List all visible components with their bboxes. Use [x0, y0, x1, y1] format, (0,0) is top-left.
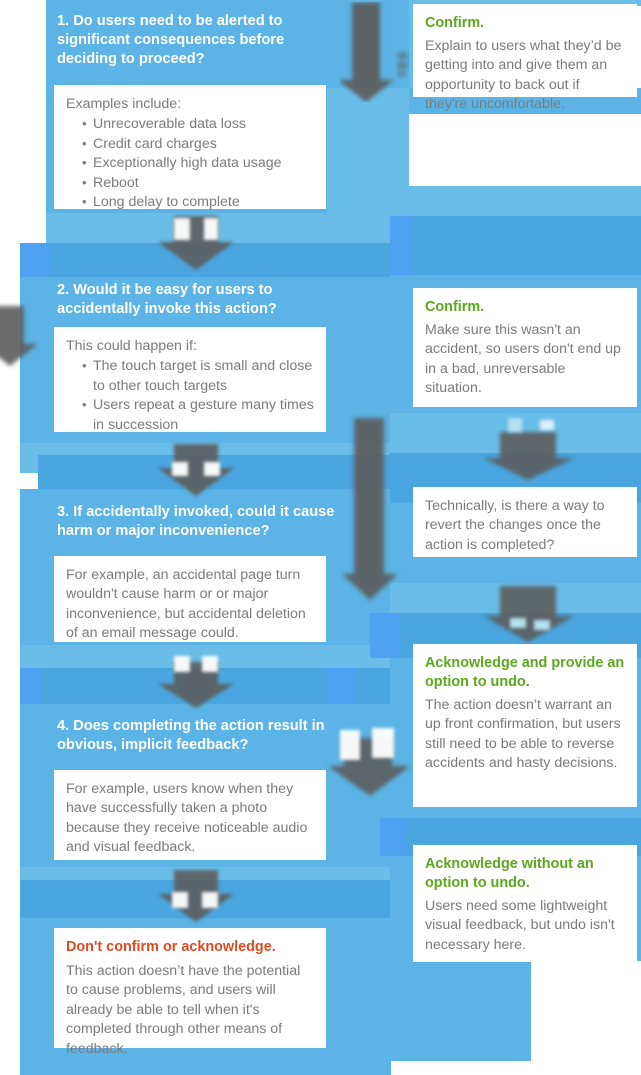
- question-4-example-text: For example, users know when they have s…: [66, 781, 308, 856]
- bg-slab-branch-1: [327, 88, 409, 213]
- list-item: Long delay to complete: [82, 192, 314, 212]
- bg-slab-right-13: [390, 961, 531, 1061]
- bg-slab-accent-5: [370, 613, 400, 658]
- outcome-3-text: Technically, is there a way to revert th…: [425, 498, 605, 553]
- connector-yes-q2: [0, 300, 56, 380]
- outcome-6-text: This action doesn’t have the potential t…: [66, 963, 301, 1057]
- question-2-text: 2. Would it be easy for users to acciden…: [57, 282, 277, 317]
- question-3-example-text: For example, an accidental page turn wou…: [66, 567, 306, 642]
- outcome-acknowledge-no-undo-card: Acknowledge without an option to undo. U…: [413, 845, 637, 962]
- outcome-5-text: Users need some lightweight visual feedb…: [425, 898, 615, 953]
- bg-slab-accent-2: [20, 668, 42, 704]
- connector-no-right-2: [470, 578, 590, 650]
- outcome-5-heading: Acknowledge without an option to undo.: [425, 856, 594, 891]
- outcome-confirm-2-card: Confirm. Make sure this wasn't an accide…: [413, 288, 637, 407]
- bg-slab-accent-1: [20, 243, 50, 277]
- connector-label-yes: YES: [395, 51, 410, 78]
- connector-yes-q3: [338, 408, 418, 608]
- bg-slab-q1-right: [409, 0, 641, 6]
- list-item: Unrecoverable data loss: [82, 114, 314, 134]
- bg-slab-accent-4: [390, 216, 413, 275]
- bg-slab-q1-header: [46, 0, 409, 88]
- could-happen-bullet-list: The touch target is small and close to o…: [66, 356, 314, 435]
- question-4-example-card: For example, users know when they have s…: [54, 770, 326, 860]
- could-happen-lead-in: This could happen if:: [66, 338, 197, 354]
- list-item: Exceptionally high data usage: [82, 153, 314, 173]
- question-3-text: 3. If accidentally invoked, could it cau…: [57, 504, 335, 539]
- connector-yes-q1: YES: [340, 2, 416, 102]
- outcome-2-text: Make sure this wasn't an accident, so us…: [425, 322, 621, 397]
- outcome-4-heading: Acknowledge and provide an option to und…: [425, 655, 625, 690]
- list-item: The touch target is small and close to o…: [82, 356, 314, 396]
- outcome-4-text: The action doesn’t warrant an up front c…: [425, 697, 621, 772]
- question-4-text: 4. Does completing the action result in …: [57, 718, 325, 753]
- outcome-acknowledge-undo-card: Acknowledge and provide an option to und…: [413, 644, 637, 807]
- list-item: Reboot: [82, 173, 314, 193]
- outcome-6-heading: Don't confirm or acknowledge.: [66, 939, 276, 955]
- connector-no-q1: NO: [148, 212, 244, 274]
- outcome-1-heading: Confirm.: [425, 15, 485, 31]
- outcome-confirm-1-card: Confirm. Explain to users what they’d be…: [413, 4, 637, 112]
- outcome-2-heading: Confirm.: [425, 299, 485, 315]
- bg-slab-right-3: [390, 216, 641, 275]
- examples-bullet-list: Unrecoverable data loss Credit card char…: [66, 114, 314, 212]
- list-item: Credit card charges: [82, 134, 314, 154]
- question-3-example-card: For example, an accidental page turn wou…: [54, 556, 326, 642]
- outcome-dont-confirm-card: Don't confirm or acknowledge. This actio…: [54, 928, 326, 1057]
- connector-no-q4: [148, 868, 244, 930]
- bg-slab-accent-6: [380, 818, 405, 856]
- list-item: Users repeat a gesture many times in suc…: [82, 395, 314, 435]
- connector-no-right-3: [320, 722, 430, 802]
- examples-lead-in: Examples include:: [66, 96, 182, 112]
- connector-no-q2: [148, 442, 244, 500]
- connector-no-q3: [148, 652, 244, 710]
- question-1-text: 1. Do users need to be alerted to signif…: [57, 13, 285, 67]
- outcome-revert-question-card: Technically, is there a way to revert th…: [413, 487, 637, 557]
- bg-slab-accent-3: [327, 668, 355, 704]
- outcome-1-text: Explain to users what they’d be getting …: [425, 38, 622, 113]
- bg-slab-mid-1: [46, 213, 409, 243]
- bg-slab-right-2: [409, 186, 641, 216]
- question-1-examples-card: Examples include: Unrecoverable data los…: [54, 85, 326, 212]
- question-2-examples-card: This could happen if: The touch target i…: [54, 327, 326, 435]
- connector-no-right-1: [470, 410, 590, 482]
